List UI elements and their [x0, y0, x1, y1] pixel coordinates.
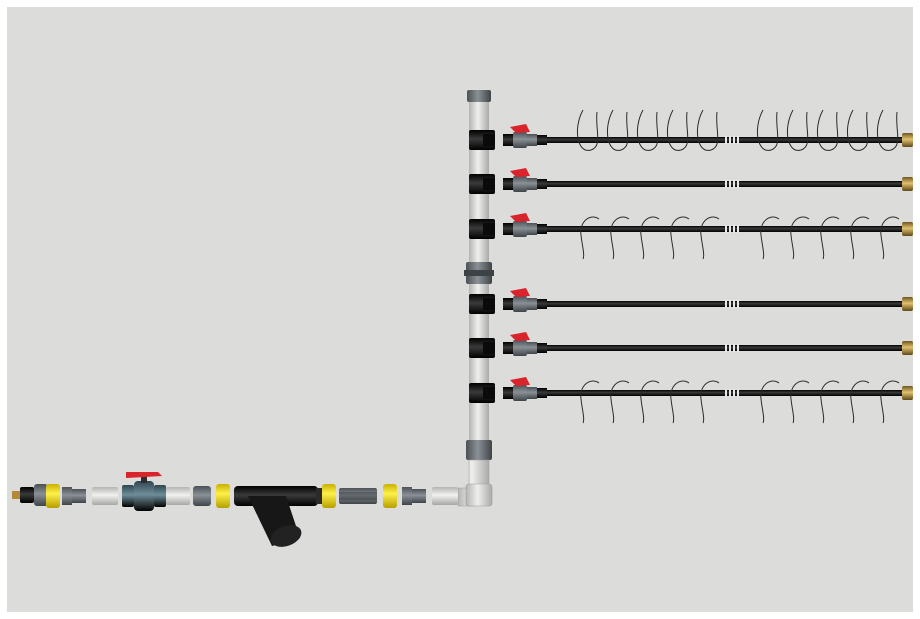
tube-connector — [537, 343, 547, 353]
tube-break-mark — [737, 136, 739, 144]
brass-end-plug — [902, 297, 913, 311]
yellow-coupling-4 — [383, 484, 397, 508]
yellow-coupling-1 — [46, 484, 60, 508]
tube-break-mark — [733, 136, 735, 144]
tube-break-mark — [729, 180, 731, 188]
tube-connector — [537, 388, 547, 398]
riser-tee-outlet — [483, 342, 495, 354]
riser-union-nut — [464, 270, 494, 276]
pvc-pipe-1 — [92, 487, 118, 505]
grey-adapter-1-thread — [72, 489, 86, 503]
ball-valve-body — [134, 481, 154, 511]
mini-valve-outlet — [527, 223, 537, 235]
tube-break-mark — [725, 300, 727, 308]
tube-break-mark — [737, 300, 739, 308]
tube-connector — [537, 299, 547, 309]
hose-connector-ring — [34, 484, 48, 506]
tube-break-mark — [737, 180, 739, 188]
riser-tee-outlet — [483, 134, 495, 146]
mini-valve-outlet — [527, 134, 537, 146]
lateral-adapter — [503, 298, 513, 310]
riser-tee-outlet — [483, 178, 495, 190]
tube-break-mark — [733, 225, 735, 233]
brass-end-plug — [902, 341, 913, 355]
hose-tap-tip — [12, 491, 20, 499]
tube-connector — [537, 224, 547, 234]
tube-connector — [537, 135, 547, 145]
ball-valve-union-right — [154, 485, 166, 507]
mini-valve-body — [513, 340, 527, 356]
tube-break-mark — [725, 389, 727, 397]
brass-end-plug — [902, 386, 913, 400]
tube-break-mark — [725, 225, 727, 233]
lateral-adapter — [503, 342, 513, 354]
pvc-pipe-3 — [432, 487, 458, 505]
mini-valve-body — [513, 385, 527, 401]
drip-tube — [547, 390, 902, 396]
grey-adapter-1 — [62, 487, 72, 505]
riser-elbow-body — [466, 484, 492, 506]
tube-break-mark — [729, 225, 731, 233]
drip-tube — [547, 345, 902, 351]
brass-end-plug — [902, 133, 913, 147]
background-panel — [7, 7, 913, 612]
grey-coupling-long-band — [339, 492, 377, 500]
tube-connector — [537, 179, 547, 189]
mini-valve-outlet — [527, 387, 537, 399]
lateral-adapter — [503, 178, 513, 190]
yellow-coupling-2 — [216, 484, 230, 508]
tube-break-mark — [733, 180, 735, 188]
drip-tube — [547, 226, 902, 232]
brass-end-plug — [902, 222, 913, 236]
brass-end-plug — [902, 177, 913, 191]
riser-tee-outlet — [483, 223, 495, 235]
drip-tube — [547, 181, 902, 187]
lateral-adapter — [503, 134, 513, 146]
tube-break-mark — [729, 136, 731, 144]
mini-valve-outlet — [527, 298, 537, 310]
riser-end-cap — [467, 90, 491, 102]
riser-tee-outlet — [483, 387, 495, 399]
pvc-pipe-2 — [166, 487, 190, 505]
lateral-adapter — [503, 223, 513, 235]
mini-valve-body — [513, 221, 527, 237]
tube-break-mark — [733, 300, 735, 308]
lateral-adapter — [503, 387, 513, 399]
tube-break-mark — [737, 344, 739, 352]
tube-break-mark — [729, 300, 731, 308]
tube-break-mark — [737, 389, 739, 397]
grey-adapter-3 — [402, 487, 412, 505]
mini-valve-body — [513, 296, 527, 312]
riser-tee-outlet — [483, 298, 495, 310]
ball-valve-union-left — [122, 485, 134, 507]
tube-break-mark — [733, 389, 735, 397]
yellow-coupling-3 — [322, 484, 336, 508]
mini-valve-body — [513, 176, 527, 192]
tube-break-mark — [733, 344, 735, 352]
mini-valve-outlet — [527, 178, 537, 190]
mini-valve-body — [513, 132, 527, 148]
tube-break-mark — [737, 225, 739, 233]
drip-tube — [547, 301, 902, 307]
grey-adapter-3-thread — [412, 489, 426, 503]
tube-break-mark — [725, 180, 727, 188]
tube-break-mark — [729, 389, 731, 397]
tube-break-mark — [725, 344, 727, 352]
grey-adapter-2 — [193, 486, 211, 506]
tube-break-mark — [729, 344, 731, 352]
tube-break-mark — [725, 136, 727, 144]
riser-coupling — [466, 440, 492, 460]
mini-valve-outlet — [527, 342, 537, 354]
hose-connector — [20, 487, 34, 503]
